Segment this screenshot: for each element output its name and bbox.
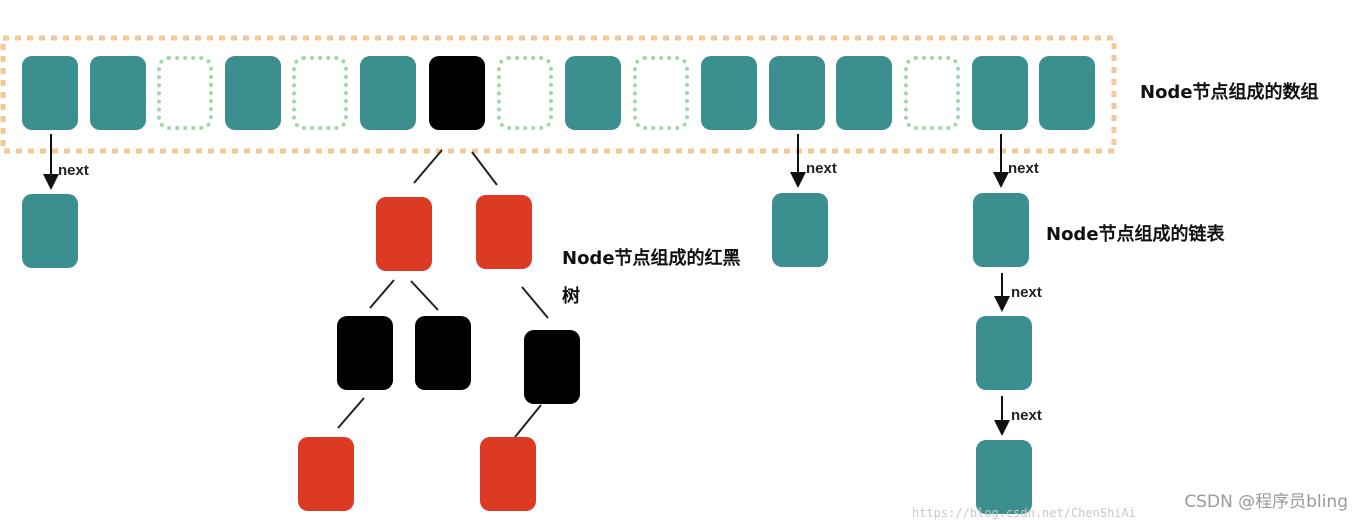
tree-edge — [514, 404, 542, 438]
next-label: next — [806, 160, 837, 177]
array-slot — [90, 56, 146, 130]
array-slot-empty — [497, 56, 553, 130]
list-node — [976, 316, 1032, 390]
list-node — [976, 440, 1032, 514]
array-slot — [836, 56, 892, 130]
next-label: next — [1011, 284, 1042, 301]
array-slot — [565, 56, 621, 130]
array-slot-empty — [157, 56, 213, 130]
list-node — [22, 194, 78, 268]
url-watermark: https://blog.csdn.net/ChenShiAi — [912, 506, 1136, 520]
array-slot — [22, 56, 78, 130]
array-slot — [701, 56, 757, 130]
tree-node-black — [415, 316, 471, 390]
tree-edge — [369, 279, 395, 309]
array-slot — [1039, 56, 1095, 130]
array-label: Node节点组成的数组 — [1140, 82, 1319, 103]
array-slot — [360, 56, 416, 130]
tree-node-red — [376, 197, 432, 271]
linked-list-label: Node节点组成的链表 — [1046, 224, 1225, 245]
tree-edge — [410, 280, 439, 311]
list-node — [973, 193, 1029, 267]
list-node — [772, 193, 828, 267]
array-border — [0, 35, 1117, 154]
rbtree-label-line1: Node节点组成的红黑 — [562, 248, 741, 269]
array-slot — [972, 56, 1028, 130]
tree-node-red — [476, 195, 532, 269]
tree-edge — [521, 286, 549, 319]
next-label: next — [1008, 160, 1039, 177]
tree-node-red — [298, 437, 354, 511]
tree-edge — [471, 151, 498, 186]
array-slot — [225, 56, 281, 130]
next-label: next — [58, 162, 89, 179]
tree-edge — [413, 149, 443, 184]
array-slot-empty — [292, 56, 348, 130]
array-slot-empty — [904, 56, 960, 130]
csdn-watermark: CSDN @程序员bling — [1184, 492, 1348, 512]
array-slot-tree-root — [429, 56, 485, 130]
array-slot — [769, 56, 825, 130]
rbtree-label-line2: 树 — [562, 286, 580, 307]
tree-node-red — [480, 437, 536, 511]
tree-node-black — [337, 316, 393, 390]
array-slot-empty — [633, 56, 689, 130]
next-label: next — [1011, 407, 1042, 424]
tree-edge — [337, 397, 365, 429]
tree-node-black — [524, 330, 580, 404]
